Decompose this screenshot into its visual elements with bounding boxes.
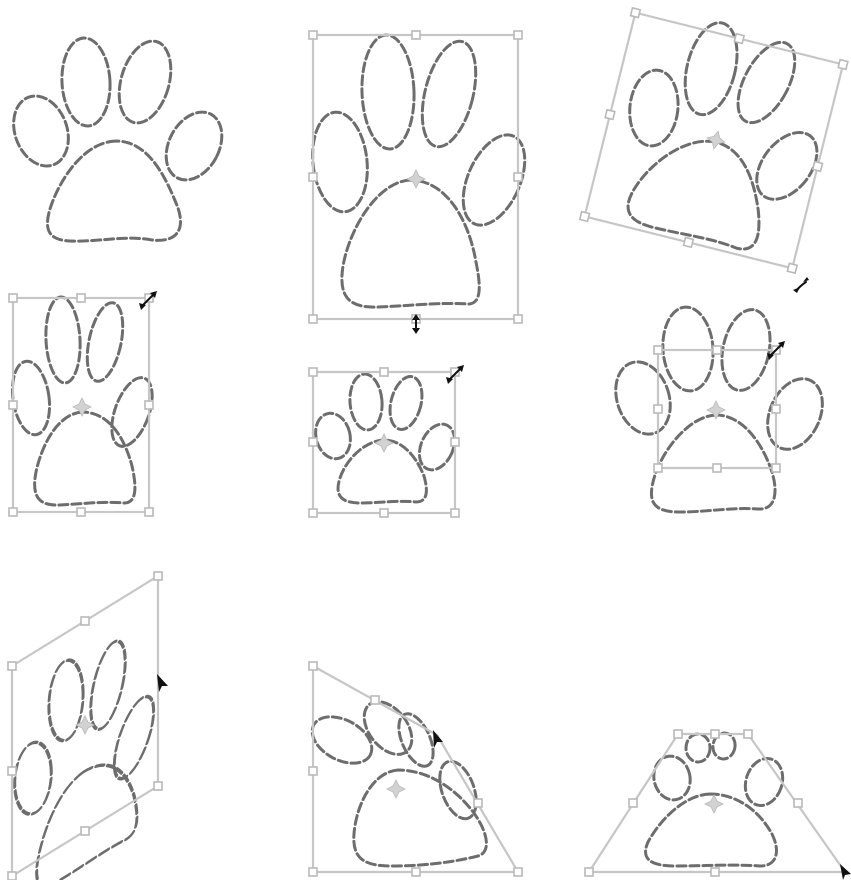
panel-scale-narrow [8, 291, 160, 516]
panel-bounding-box [308, 31, 537, 334]
center-point-icon [387, 780, 405, 798]
paw-outline [308, 34, 537, 307]
center-point-icon [375, 434, 393, 452]
pointer-arrow-icon [840, 864, 851, 880]
center-point-icon [407, 170, 425, 188]
rotate-cursor-icon [793, 277, 809, 293]
panel-original [4, 35, 233, 241]
transform-handles[interactable] [309, 662, 522, 876]
paw-outline [304, 693, 486, 866]
panel-rotate [580, 0, 851, 274]
paw-outline [598, 4, 851, 264]
pointer-arrow-icon [433, 730, 443, 748]
paw-outline [8, 296, 160, 505]
panel-scale-proportional [309, 365, 464, 517]
panel-scale-box-shrunk [607, 305, 833, 512]
center-point-icon [705, 795, 723, 813]
panel-perspective [585, 730, 851, 880]
paw-outline [4, 35, 233, 241]
paw-outline [11, 602, 161, 880]
panel-distort [304, 662, 522, 876]
panel-skew [8, 572, 168, 880]
